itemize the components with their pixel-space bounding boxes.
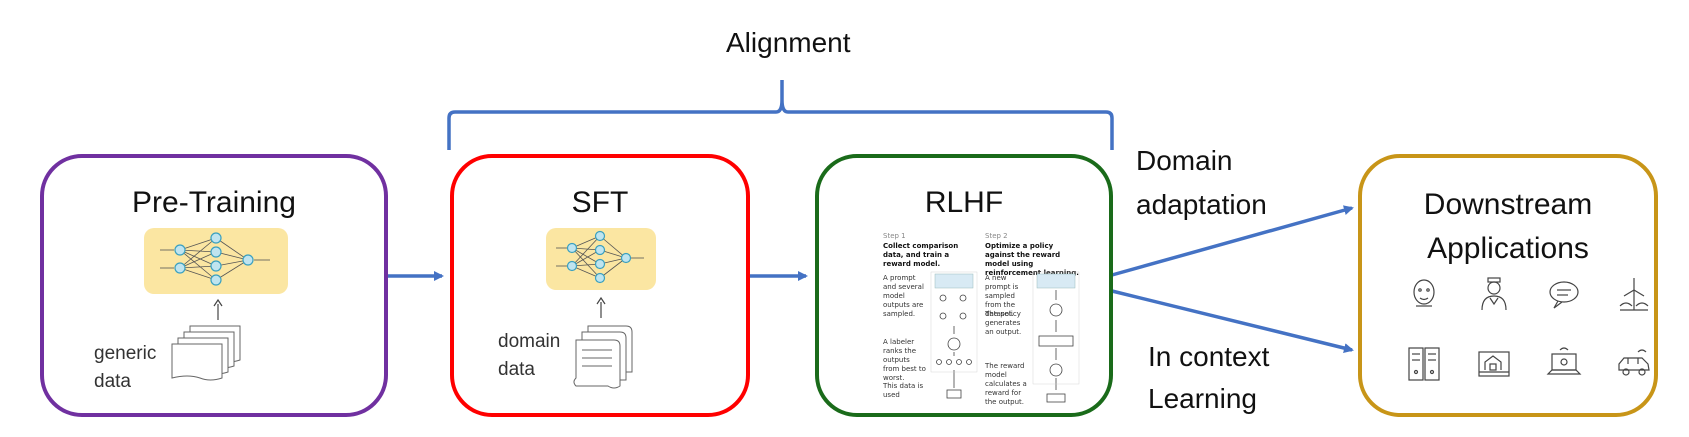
sft-data-line1: domain [498,331,561,352]
rlhf-step2-heading: Step 2 [985,232,1008,240]
server-rack-icon [1408,347,1440,381]
neural-network-icon [546,228,656,290]
pretraining-data-line2: data [94,371,131,392]
sft-box: SFT domain data [450,154,750,417]
rlhf-step1-heading: Step 1 [883,232,906,240]
laptop-icon [1546,347,1582,375]
chat-bubble-icon [1549,281,1579,309]
rlhf-step2-text3: The reward model calculates a reward for… [985,362,1027,406]
comparison-flow-figure [930,271,978,399]
neural-network-icon [144,228,288,294]
rlhf-step2-text1: A new prompt is sampled from the dataset… [985,274,1019,318]
face-icon [1413,279,1435,307]
document-stack-icon [171,325,241,381]
rlhf-title: RLHF [924,186,1004,219]
rlhf-step1-text3: This data is used [883,382,924,399]
rlhf-step2-title: Optimize a policy against the reward mod… [985,242,1079,277]
wind-turbine-icon [1619,278,1649,311]
downstream-box: Downstream Applications [1358,154,1658,417]
policy-flow-figure [1032,271,1080,403]
downstream-title-line1: Downstream [1423,188,1593,221]
scroll-documents-icon [573,325,633,389]
car-icon [1618,349,1650,376]
rlhf-step2-text2: The policy generates an output. [985,310,1022,336]
up-arrow-icon [213,298,223,320]
pretraining-data-line1: generic [94,343,157,364]
domain-adaptation-line1: Domain [1136,145,1233,176]
arrow-domain-adaptation [1111,205,1354,277]
alignment-brace [447,80,1114,150]
rlhf-step1-text2: A labeler ranks the outputs from best to… [883,338,926,382]
alignment-label: Alignment [726,27,851,58]
arrow-in-context-learning [1111,289,1354,353]
rlhf-step1-text1: A prompt and several model outputs are s… [883,274,924,318]
rlhf-box: RLHF Step 1 Collect comparison data, and… [815,154,1113,417]
rlhf-step1-title: Collect comparison data, and train a rew… [883,242,959,268]
sft-title: SFT [571,186,629,219]
up-arrow-icon [596,296,606,318]
doctor-icon [1481,277,1507,311]
pretraining-title: Pre-Training [132,186,296,219]
in-context-line2: Learning [1148,383,1257,414]
pretraining-box: Pre-Training generic data [40,154,388,417]
domain-adaptation-line2: adaptation [1136,189,1267,220]
in-context-line1: In context [1148,341,1270,372]
sft-data-line2: data [498,359,535,380]
house-photo-icon [1478,351,1510,377]
downstream-title-line2: Applications [1427,232,1589,265]
